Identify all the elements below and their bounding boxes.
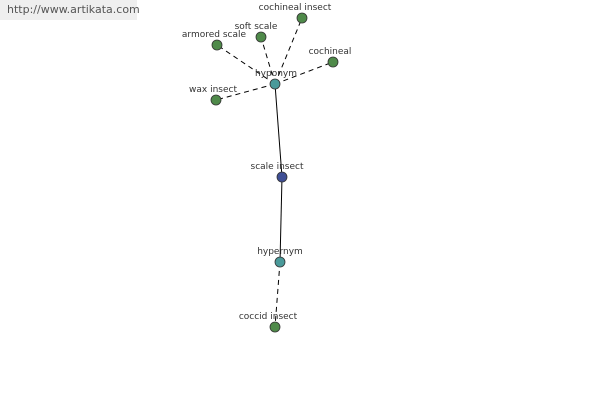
node-label-soft-scale: soft scale — [235, 22, 278, 32]
node-label-scale-insect: scale insect — [251, 162, 304, 172]
node-label-wax-insect: wax insect — [189, 85, 237, 95]
edge-hypernym-coccid-insect — [274, 261, 281, 328]
node-wax-insect[interactable]: wax insect — [189, 85, 237, 106]
edge-hyponym-center — [274, 83, 283, 178]
node-label-coccid-insect: coccid insect — [239, 312, 298, 322]
edge-hyponym-cochineal — [274, 61, 334, 85]
node-dot-hypernym[interactable] — [274, 256, 286, 268]
node-scale-insect[interactable]: scale insect — [251, 162, 304, 183]
node-dot-cochineal[interactable] — [327, 56, 339, 68]
node-label-armored-scale: armored scale — [182, 30, 247, 40]
edge-center-hypernym — [279, 176, 283, 263]
node-dot-coccid-insect[interactable] — [269, 321, 281, 333]
edge-hyponym-cochineal-insect — [274, 17, 303, 85]
node-cochineal-insect[interactable]: cochineal insect — [259, 3, 332, 24]
node-hyponym[interactable]: hyponym — [255, 69, 297, 90]
node-hypernym[interactable]: hypernym — [257, 247, 303, 268]
node-dot-cochineal-insect[interactable] — [296, 12, 308, 24]
edge-hyponym-wax-insect — [215, 83, 276, 101]
node-cochineal[interactable]: cochineal — [309, 47, 352, 68]
edge-hyponym-soft-scale — [260, 36, 276, 85]
node-armored-scale[interactable]: armored scale — [182, 30, 247, 51]
node-dot-armored-scale[interactable] — [211, 39, 223, 51]
node-label-hypernym: hypernym — [257, 247, 303, 257]
node-label-cochineal-insect: cochineal insect — [259, 3, 332, 13]
node-coccid-insect[interactable]: coccid insect — [239, 312, 298, 333]
node-label-cochineal: cochineal — [309, 47, 352, 57]
node-dot-wax-insect[interactable] — [210, 94, 222, 106]
watermark-link[interactable]: http://www.artikata.com — [0, 0, 140, 20]
edge-hyponym-armored-scale — [216, 44, 276, 85]
node-dot-soft-scale[interactable] — [255, 31, 267, 43]
node-label-hyponym: hyponym — [255, 69, 297, 79]
node-dot-scale-insect[interactable] — [276, 171, 288, 183]
node-dot-hyponym[interactable] — [269, 78, 281, 90]
node-soft-scale[interactable]: soft scale — [235, 22, 278, 43]
